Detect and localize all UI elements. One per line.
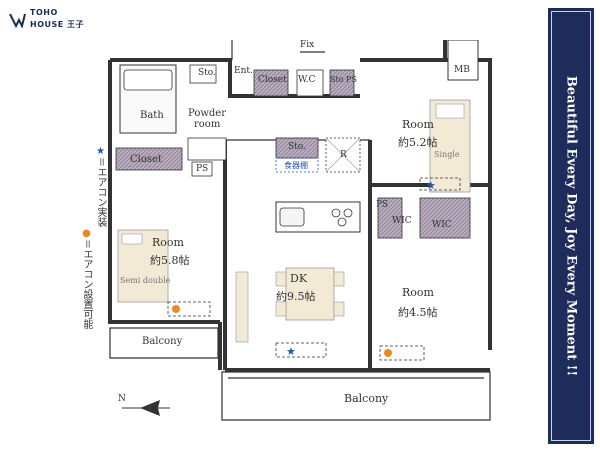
legend-installable-label: ＝エアコン設置可能 — [81, 239, 92, 329]
powder-room-label-1: Powder — [188, 108, 227, 119]
ac-installable-dot-icon — [384, 349, 392, 357]
legend-installable: ●＝エアコン設置可能 — [80, 228, 92, 329]
dk-size: 約9.5帖 — [276, 290, 316, 303]
slogan-text: Beautiful Every Day, Joy Every Moment !! — [563, 75, 579, 377]
sto-kitchen-label: Sto. — [288, 142, 306, 152]
room-left-name: Room — [152, 236, 184, 249]
ac-installed-star-icon: ★ — [426, 179, 436, 192]
semi-double-label: Semi double — [120, 276, 171, 285]
ac-installed-star-icon: ★ — [286, 345, 296, 358]
floor-plan-drawing — [108, 40, 492, 421]
food-shelf-label: 食器棚 — [284, 161, 308, 170]
wic-2-label: WIC — [432, 220, 452, 230]
room-top-right-name: Room — [402, 118, 434, 131]
brand-name-line2: HOUSE 王子 — [30, 20, 85, 29]
ps-right-label: PS — [376, 200, 389, 210]
legend-installed-label: ＝エアコン実装 — [95, 157, 106, 227]
star-icon: ★ — [95, 146, 106, 157]
single-bed-label: Single — [434, 150, 460, 159]
sto-top-label: Sto. — [198, 68, 216, 78]
brand-name-line1: TOHO — [30, 8, 58, 17]
balcony-left-label: Balcony — [142, 336, 183, 347]
room-left-size: 約5.8帖 — [150, 254, 190, 267]
entrance-label: Ent. — [234, 66, 253, 76]
ps-left-label: PS — [196, 164, 209, 174]
floor-plan: Bath Powder room Sto. Closet PS Room 約5.… — [100, 40, 540, 450]
north-arrow-label: N — [118, 394, 126, 404]
sto-ps-label: Sto PS — [330, 75, 357, 84]
room-top-right-size: 約5.2帖 — [398, 136, 438, 149]
dk-name: DK — [290, 272, 308, 285]
bath-label: Bath — [140, 110, 164, 121]
dot-icon: ● — [81, 228, 92, 239]
wc-label: W.C — [298, 75, 316, 85]
wic-1-label: WIC — [392, 216, 412, 226]
room-bottom-right-name: Room — [402, 286, 434, 299]
fix-window-label: Fix — [300, 40, 315, 50]
legend-installed: ★＝エアコン実装 — [94, 146, 106, 227]
slogan-banner: Beautiful Every Day, Joy Every Moment !! — [548, 8, 594, 444]
closet-top-label: Closet — [258, 75, 287, 85]
brand-logo-block: TOHO HOUSE 王子 — [8, 6, 118, 40]
closet-left-label: Closet — [130, 154, 162, 165]
mb-label: MB — [454, 65, 470, 75]
balcony-bottom-label: Balcony — [344, 392, 389, 405]
ac-installable-dot-icon — [172, 305, 180, 313]
powder-room-label-2: room — [194, 119, 221, 130]
room-bottom-right-size: 約4.5帖 — [398, 306, 438, 319]
refrigerator-label: R — [340, 150, 347, 160]
brand-mark-icon — [9, 13, 26, 28]
